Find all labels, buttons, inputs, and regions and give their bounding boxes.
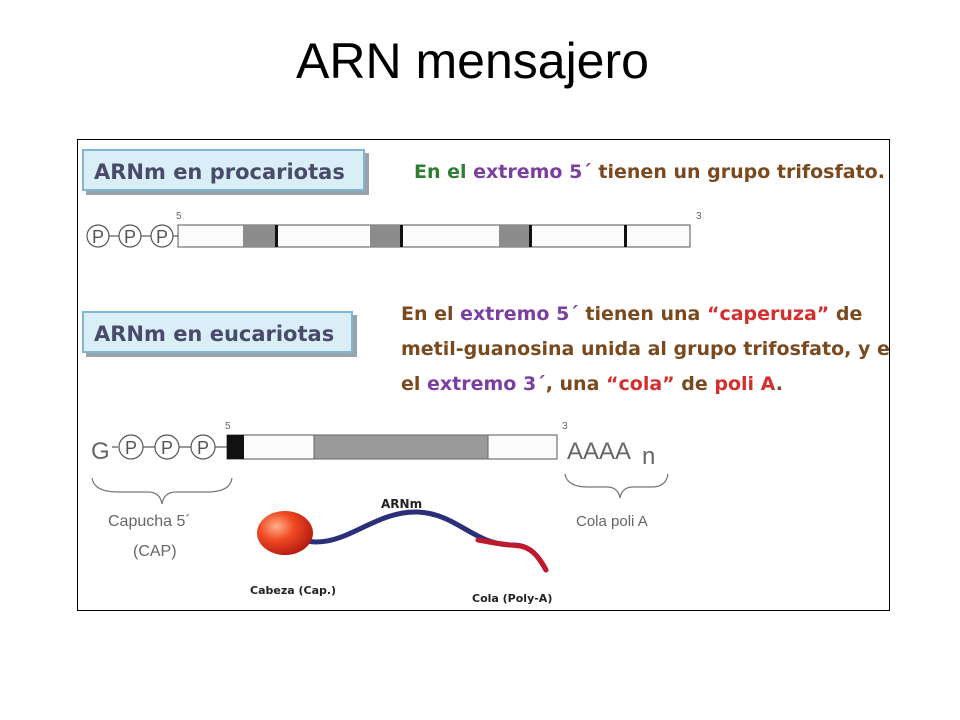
text-segment: tienen un grupo trifosfato. xyxy=(591,161,885,183)
text-segment: En el xyxy=(414,161,474,183)
text-segment: “cola” xyxy=(606,373,675,395)
mrna-diagram: P P P 5 3 G P P xyxy=(86,211,702,605)
five-prime-label: 5 xyxy=(176,211,182,222)
head-label: Cabeza (Cap.) xyxy=(250,584,336,597)
cap-head xyxy=(257,511,313,555)
text-segment: , una xyxy=(545,373,607,395)
prokaryote-rna-bar xyxy=(177,224,691,248)
cap-abbr: (CAP) xyxy=(133,543,177,560)
three-prime-label: 3 xyxy=(562,421,568,432)
coding-block xyxy=(243,225,275,247)
poly-a-tail-strand xyxy=(475,537,549,573)
slide-title: ARN mensajero xyxy=(296,33,649,89)
poly-a-tail-label: AAAA xyxy=(567,438,631,465)
tail-brace xyxy=(564,473,669,499)
molecule-label: ARNm xyxy=(381,497,422,511)
phosphate-label: P xyxy=(156,227,168,247)
text-segment: extremo 3´ xyxy=(427,373,546,395)
tail-illustration-label: Cola (Poly-A) xyxy=(472,592,552,605)
phosphate-label: P xyxy=(125,438,137,458)
three-prime-label: 3 xyxy=(696,211,702,222)
phosphate-label: P xyxy=(92,227,104,247)
eukaryote-line-1: En el extremo 5´ tienen una “caperuza” d… xyxy=(401,297,889,332)
text-segment: . xyxy=(775,373,783,395)
cap-block xyxy=(227,435,244,459)
text-segment: metil-guanosina unida al grupo trifosfat… xyxy=(401,338,890,360)
phosphate-label: P xyxy=(197,438,209,458)
prokaryote-strand: P P P 5 3 xyxy=(86,211,702,248)
cap-label: Capucha 5´ xyxy=(108,513,191,530)
eukaryote-label: ARNm en eucariotas xyxy=(82,311,353,353)
mrna-strand xyxy=(285,509,549,573)
guanosine-label: G xyxy=(91,438,110,465)
phosphate-label: P xyxy=(161,438,173,458)
eukaryote-description: En el extremo 5´ tienen una “caperuza” d… xyxy=(401,297,890,402)
prokaryote-label: ARNm en procariotas xyxy=(82,149,365,191)
coding-region xyxy=(313,434,489,460)
text-segment: En el xyxy=(401,303,461,325)
prokaryote-description: En el extremo 5´ tienen un grupo trifosf… xyxy=(414,155,885,190)
mrna-figure-panel: ARNm en procariotas En el extremo 5´ tie… xyxy=(77,139,890,611)
text-segment: tienen una xyxy=(578,303,707,325)
text-segment: poli A xyxy=(714,373,776,395)
eukaryote-strand: G P P P 5 3 AAAA n Capucha 5´ (CAP) Cola… xyxy=(91,421,669,560)
tail-label: Cola poli A xyxy=(576,513,648,530)
text-segment: extremo 5´ xyxy=(460,303,579,325)
poly-a-n-label: n xyxy=(642,443,655,470)
text-segment: de xyxy=(674,373,715,395)
text-segment: el xyxy=(401,373,428,395)
eukaryote-line-2: metil-guanosina unida al grupo trifosfat… xyxy=(401,332,890,367)
text-segment: “caperuza” xyxy=(706,303,830,325)
text-segment: extremo 5´ xyxy=(473,161,592,183)
text-segment: de xyxy=(829,303,863,325)
prokaryote-sentence: En el extremo 5´ tienen un grupo trifosf… xyxy=(414,161,885,183)
phosphate-label: P xyxy=(124,227,136,247)
cap-brace xyxy=(91,477,233,505)
coding-block xyxy=(499,225,529,247)
five-prime-label: 5 xyxy=(225,421,231,432)
mrna-illustration: ARNm Cabeza (Cap.) Cola (Poly-A) xyxy=(250,497,552,605)
coding-block xyxy=(370,225,400,247)
eukaryote-line-3: el extremo 3´, una “cola” de poli A. xyxy=(401,367,889,402)
